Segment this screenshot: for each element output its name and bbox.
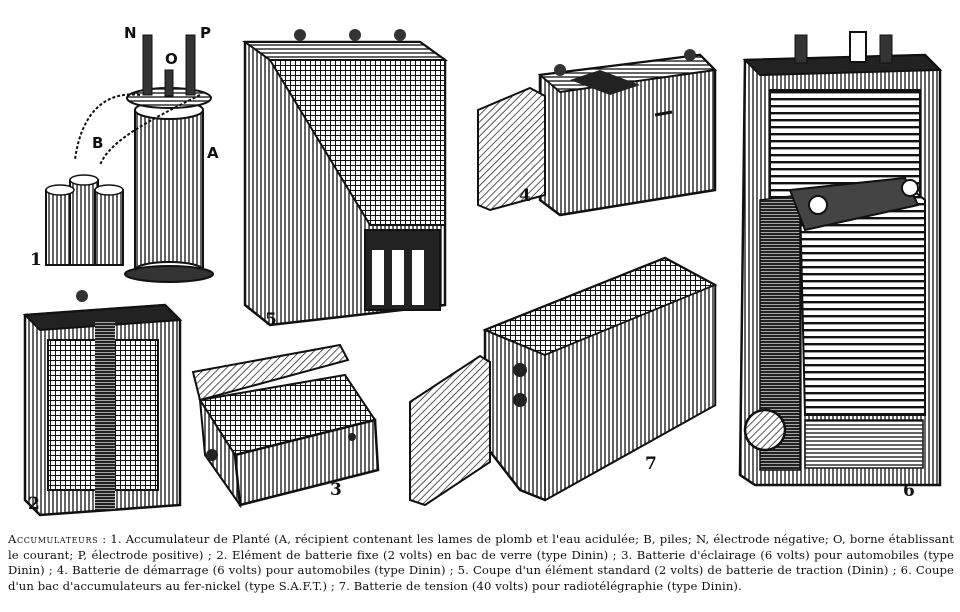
figure-2-fixed-battery-element (22, 290, 183, 517)
caption-text: : 1. Accumulateur de Planté (A, récipien… (8, 532, 954, 593)
label-P: P (200, 24, 211, 42)
figure-number-3: 3 (330, 480, 342, 500)
figure-number-5: 5 (265, 310, 277, 330)
caption-title: Accumulateurs (8, 532, 99, 546)
figure-4-starter-battery (477, 49, 718, 217)
label-B: B (92, 134, 104, 152)
figure-number-2: 2 (28, 494, 40, 514)
figure-number-6: 6 (903, 481, 915, 501)
label-N: N (124, 24, 137, 42)
label-O: O (165, 50, 178, 68)
illustration-plate: 1 2 3 4 5 6 7 N O P A B (22, 24, 943, 517)
figure-1-plante-accumulator (45, 34, 214, 283)
figure-number-7: 7 (645, 454, 657, 474)
figure-number-4: 4 (519, 186, 531, 206)
figure-number-1: 1 (30, 250, 42, 270)
caption: Accumulateurs : 1. Accumulateur de Plant… (8, 532, 954, 594)
figure-5-standard-element (241, 29, 449, 327)
figure-6-iron-nickel-accumulator (738, 31, 943, 487)
label-A: A (207, 144, 219, 162)
engraving (22, 29, 943, 517)
figure-3-lighting-battery (191, 343, 380, 509)
figure-7-tension-battery (409, 256, 718, 507)
